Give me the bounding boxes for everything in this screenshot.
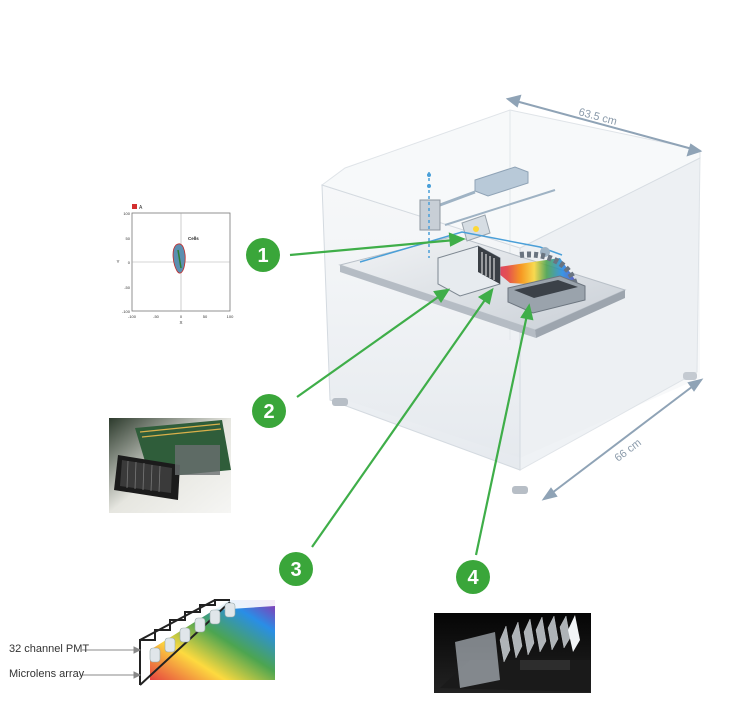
x-tick: -100 [128, 314, 137, 319]
callout-4-number: 4 [467, 567, 479, 589]
callout-2: 2 [252, 394, 286, 428]
microlens-array [149, 602, 236, 663]
optical-bench [338, 166, 627, 338]
pmt-label: 32 channel PMT [9, 643, 90, 655]
x-tick: 0 [180, 314, 183, 319]
callout-3-number: 3 [290, 559, 301, 581]
width-label: 66 cm [613, 437, 644, 465]
x-tick: 50 [203, 314, 208, 319]
x-axis-label: X [179, 320, 182, 325]
x-tick: 100 [227, 314, 234, 319]
legend-label: A [139, 205, 143, 211]
y-tick: 100 [123, 211, 130, 216]
arrow-4 [474, 314, 529, 556]
callout-arrows [289, 232, 534, 556]
gate-label: Cells [188, 236, 199, 241]
callout-4: 4 [456, 560, 490, 594]
depth-label: 63.5 cm [577, 106, 618, 128]
callout-1-number: 1 [257, 245, 268, 267]
prism-array [519, 251, 578, 286]
depth-dimension [505, 94, 703, 157]
spectrum-fan [150, 600, 275, 680]
arrow-4-head [520, 303, 534, 321]
y-tick: -100 [122, 309, 131, 314]
microlens-label: Microlens array [9, 668, 85, 680]
laser-module [474, 166, 529, 197]
callout-3: 3 [279, 552, 313, 586]
callout-2-number: 2 [263, 401, 274, 423]
x-tick: -50 [153, 314, 160, 319]
pmt-spectrum-diagram [82, 599, 275, 686]
y-axis-label: Y [116, 259, 119, 264]
prism-array-photo [434, 613, 591, 693]
foot [332, 398, 348, 406]
legend-swatch [132, 204, 137, 209]
y-tick: 50 [126, 236, 131, 241]
arrow-2-head [433, 288, 451, 304]
callout-1: 1 [246, 238, 280, 272]
pmt-board-photo [109, 418, 231, 513]
arrow-3-head [477, 287, 494, 305]
arrow-3 [311, 296, 488, 548]
y-tick: -50 [124, 285, 131, 290]
scatter-plot-thumbnail: A Cells X Y -100 -50 0 50 100 100 50 0 -… [116, 204, 234, 325]
foot [512, 486, 528, 494]
y-tick: 0 [128, 260, 131, 265]
arrow-1 [289, 238, 456, 257]
foot [683, 372, 697, 380]
arrow-1-head [448, 232, 466, 247]
arrow-2 [296, 294, 442, 398]
flow-cell-housing [419, 199, 441, 231]
width-dimension [541, 378, 704, 501]
